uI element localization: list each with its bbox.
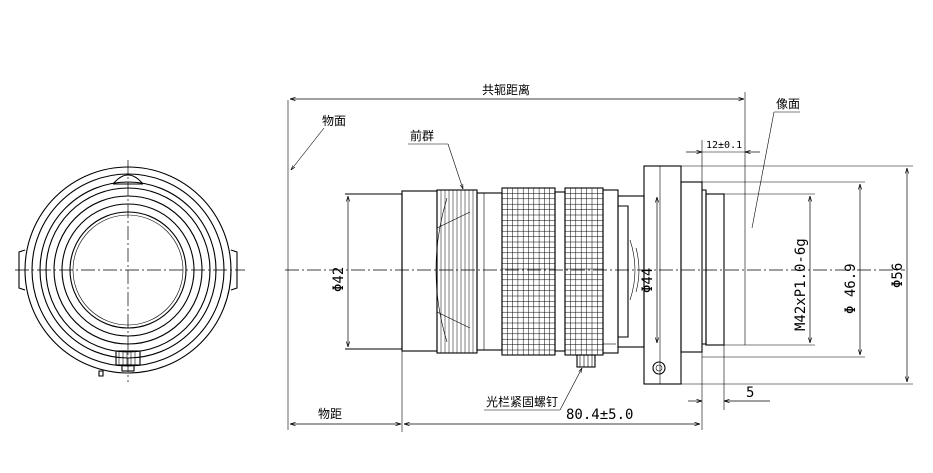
- aperture-screw-label: 光栏紧固螺钉: [486, 394, 558, 409]
- object-plane-label: 物面: [322, 114, 346, 128]
- outer-diameter-dim: Φ56: [890, 263, 906, 288]
- image-plane-label: 像面: [776, 97, 800, 111]
- rear-step-dim: 5: [746, 385, 754, 401]
- side-view: [285, 100, 905, 430]
- dimension-lines: [290, 92, 913, 432]
- flange-offset-dim: 12±0.1: [706, 140, 742, 151]
- front-view: [15, 160, 245, 382]
- mount-diameter-dim: Φ 46.9: [843, 263, 859, 314]
- front-diameter-dim: Φ42: [331, 267, 347, 292]
- object-distance-label: 物距: [318, 407, 342, 421]
- barrel-diameter-dim: Φ44: [640, 268, 656, 293]
- front-group-label: 前群: [410, 128, 434, 143]
- length-dim: 80.4±5.0: [566, 407, 633, 423]
- iris-ring-knurl: [565, 188, 604, 355]
- thread-dim: M42xP1.0-6g: [793, 238, 809, 331]
- front-ring-knurl: [440, 190, 474, 353]
- conjugate-distance-label: 共轭距离: [482, 82, 530, 97]
- focus-ring-knurl: [502, 188, 556, 355]
